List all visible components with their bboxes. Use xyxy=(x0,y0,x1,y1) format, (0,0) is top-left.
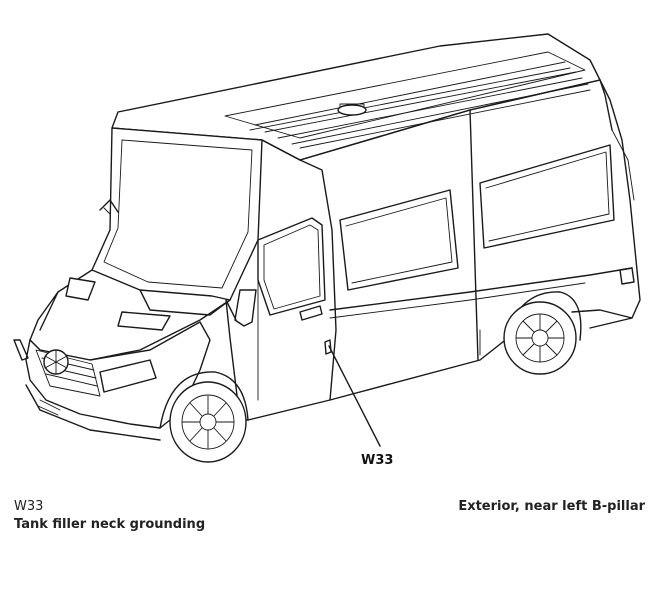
van-side-panel xyxy=(247,267,633,421)
van-front xyxy=(29,127,263,361)
van-line-drawing xyxy=(13,33,641,463)
component-code: W33 xyxy=(14,499,44,514)
callout-w33 xyxy=(324,339,381,447)
van-rear-body xyxy=(299,79,641,361)
callout-label: W33 xyxy=(361,453,394,468)
rear-wheel xyxy=(503,291,582,375)
component-description: Tank filler neck grounding xyxy=(14,517,206,532)
van-side-windows xyxy=(339,144,615,291)
van-roof xyxy=(111,33,601,161)
component-location: Exterior, near left B-pillar xyxy=(458,499,645,514)
front-wheel xyxy=(159,371,249,463)
